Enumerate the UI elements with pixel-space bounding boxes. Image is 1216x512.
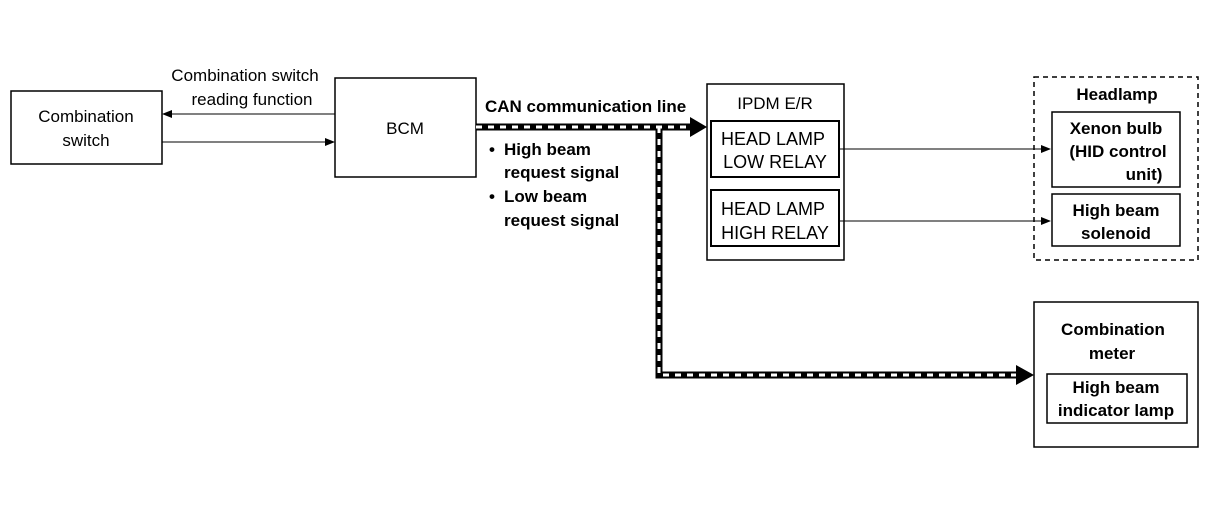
high-beam-indicator-box: High beam indicator lamp (1046, 373, 1188, 424)
can-arrow-to-meter (1016, 365, 1034, 385)
low-relay-line2: LOW RELAY (723, 152, 827, 172)
can-communication-line (476, 117, 1034, 385)
low-beam-signal-bullet: • (489, 187, 495, 206)
indicator-line1: High beam (1073, 378, 1160, 397)
headlamp-block: Headlamp Xenon bulb (HID control unit) H… (1033, 76, 1199, 261)
reading-function-label-line1: Combination switch (171, 66, 318, 85)
xenon-bulb-box: Xenon bulb (HID control unit) (1051, 111, 1181, 188)
headlamp-title: Headlamp (1076, 85, 1157, 104)
combination-meter-block: Combination meter High beam indicator la… (1033, 301, 1199, 448)
combination-switch-label-line2: switch (62, 131, 109, 150)
high-relay-line1: HEAD LAMP (721, 199, 825, 219)
combination-switch-label-line1: Combination (38, 107, 133, 126)
combination-switch-block: Combination switch (10, 90, 163, 165)
ipdm-er-block: IPDM E/R HEAD LAMP LOW RELAY HEAD LAMP H… (706, 83, 845, 261)
high-beam-signal-line1: High beam (504, 140, 591, 159)
head-lamp-low-relay: HEAD LAMP LOW RELAY (710, 120, 840, 178)
bcm-label: BCM (386, 119, 424, 138)
xenon-line1: Xenon bulb (1070, 119, 1163, 138)
reading-function-label-line2: reading function (192, 90, 313, 109)
high-beam-solenoid-box: High beam solenoid (1051, 193, 1181, 247)
low-beam-signal-line1: Low beam (504, 187, 587, 206)
head-lamp-high-relay: HEAD LAMP HIGH RELAY (710, 189, 840, 247)
solenoid-line1: High beam (1073, 201, 1160, 220)
high-beam-signal-line2: request signal (504, 163, 619, 182)
xenon-line3: unit) (1126, 165, 1163, 184)
xenon-line2: (HID control (1069, 142, 1166, 161)
high-relay-line2: HIGH RELAY (721, 223, 829, 243)
ipdm-title: IPDM E/R (737, 94, 813, 113)
solenoid-line2: solenoid (1081, 224, 1151, 243)
low-relay-line1: HEAD LAMP (721, 129, 825, 149)
indicator-line2: indicator lamp (1058, 401, 1174, 420)
combination-meter-line2: meter (1089, 344, 1136, 363)
high-beam-signal-bullet: • (489, 140, 495, 159)
bcm-block: BCM (334, 77, 477, 178)
combination-meter-line1: Combination (1061, 320, 1165, 339)
can-arrow-to-ipdm (690, 117, 707, 137)
low-beam-signal-line2: request signal (504, 211, 619, 230)
can-line-label: CAN communication line (485, 97, 686, 116)
